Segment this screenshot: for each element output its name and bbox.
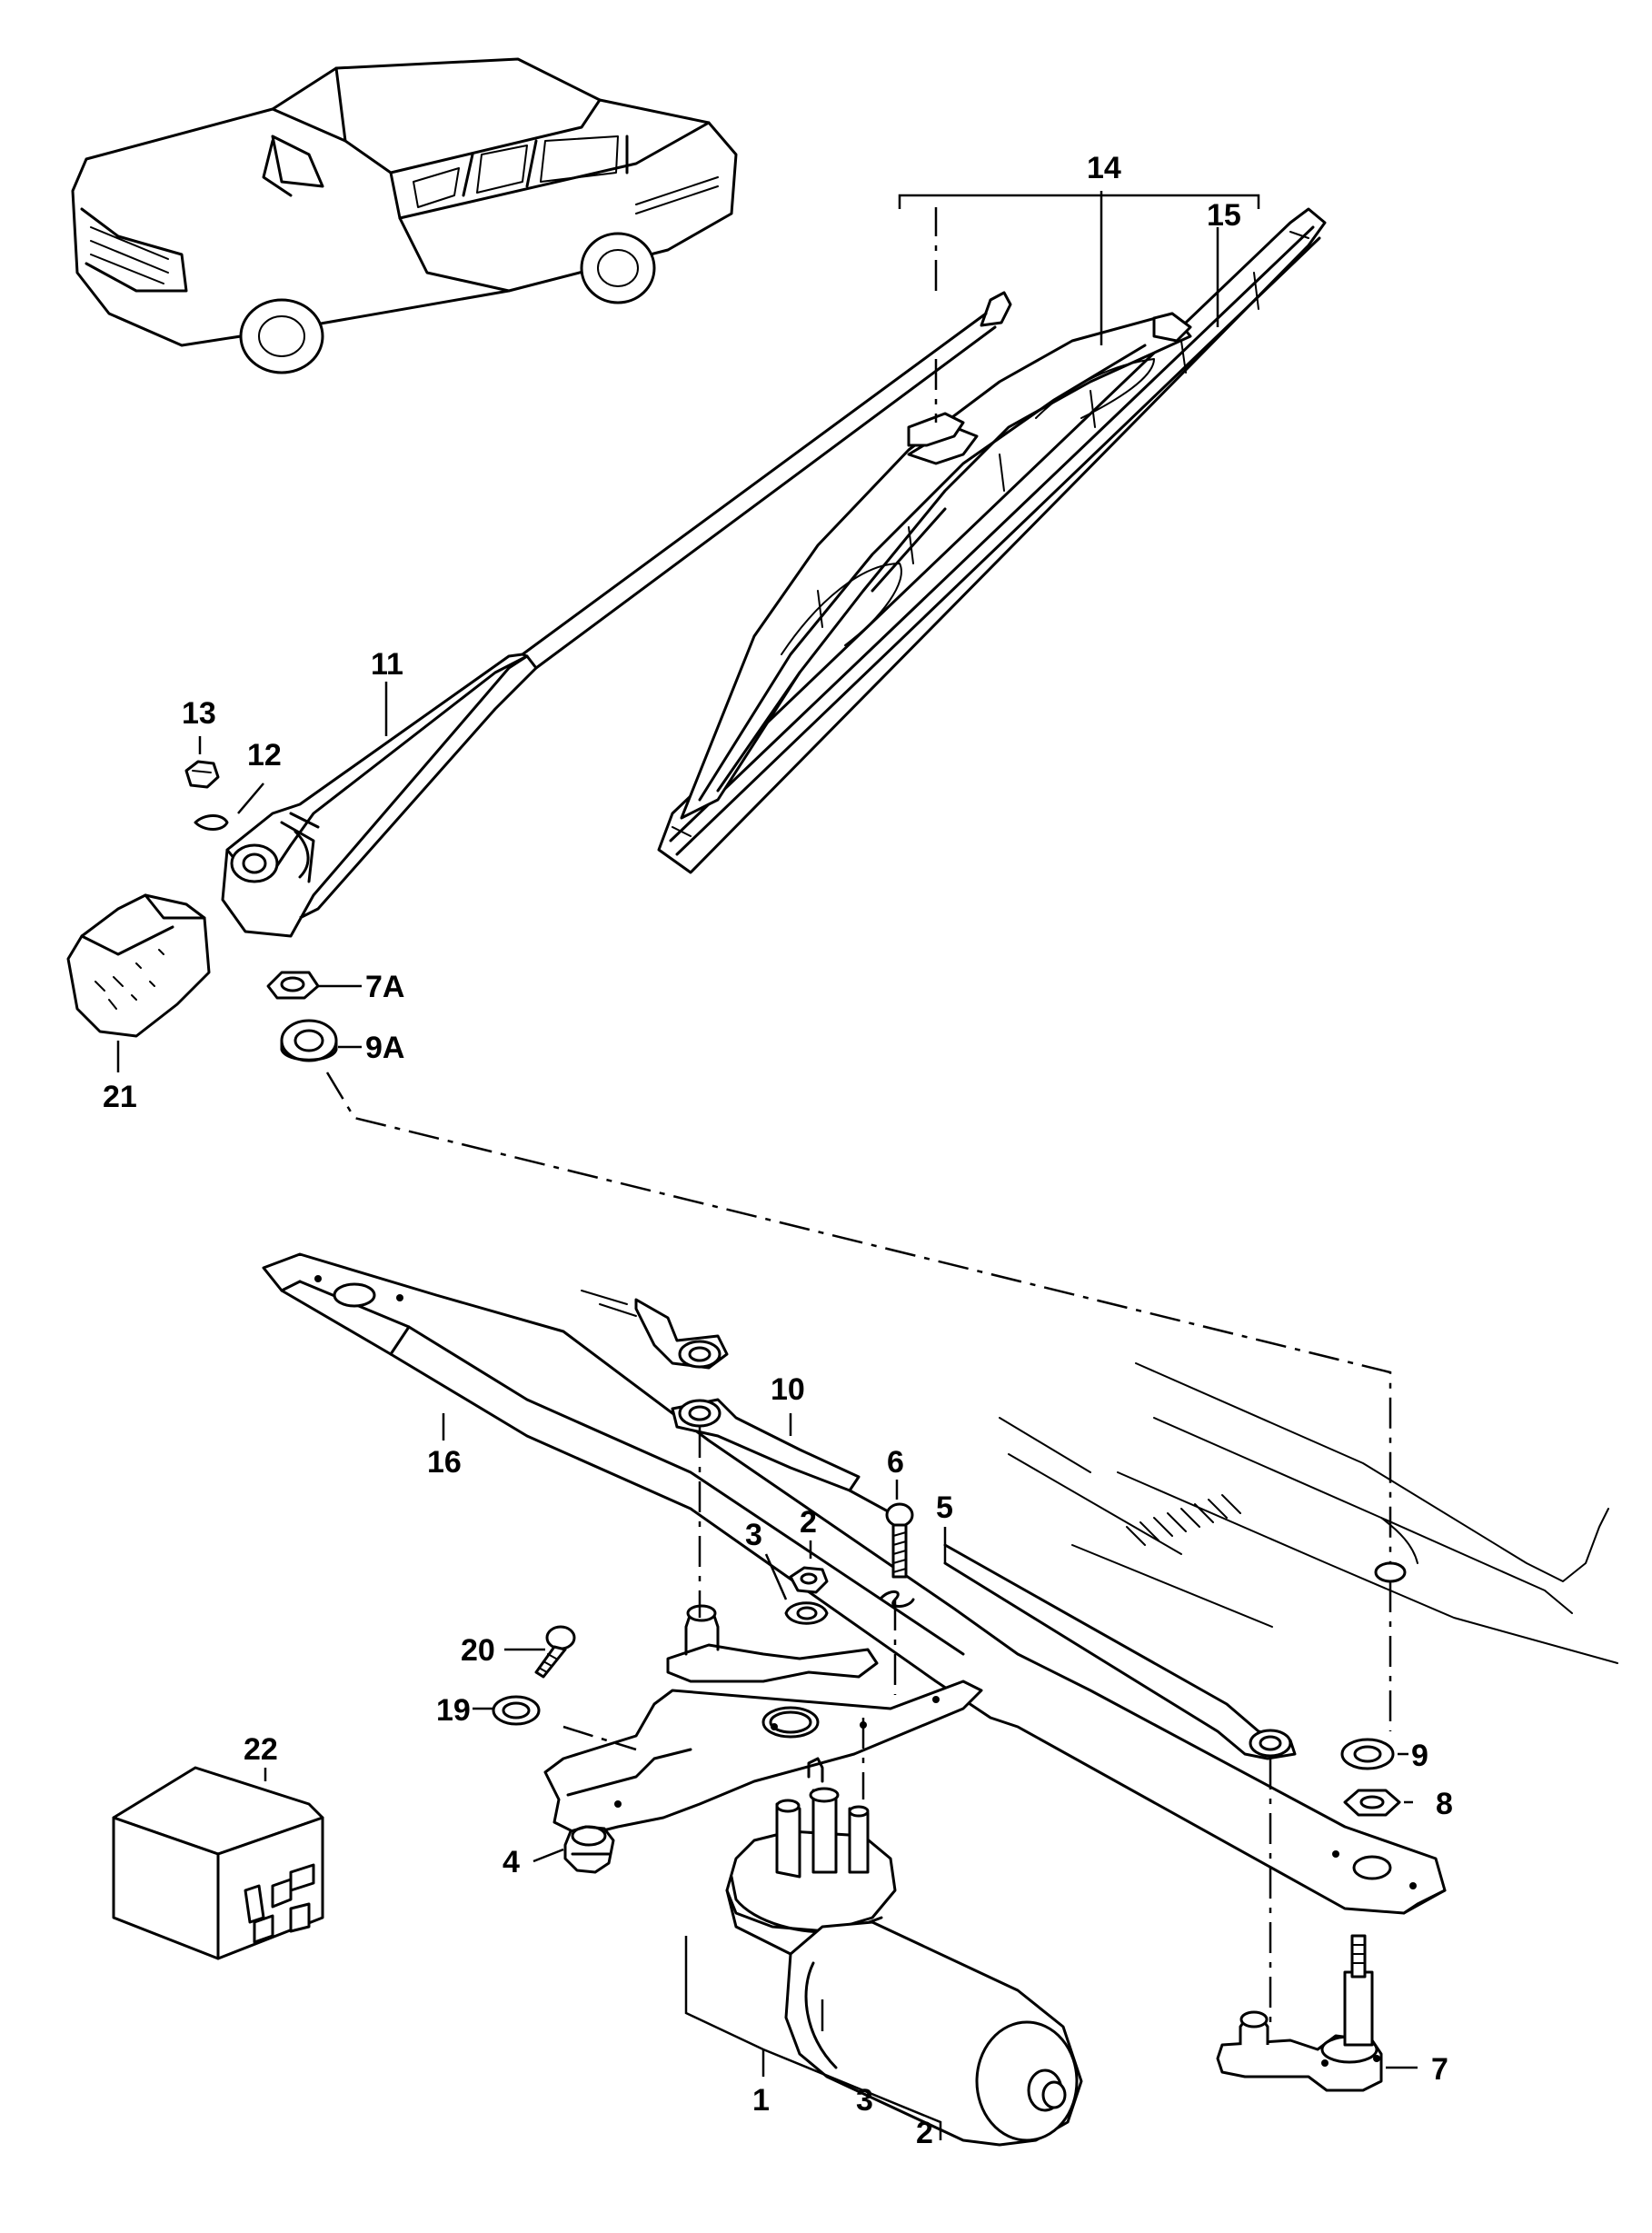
label-19: 19 [436, 1693, 471, 1728]
label-9a: 9A [365, 1031, 404, 1065]
washer-9a-icon [280, 1019, 338, 1062]
grommet-4-icon [563, 1825, 615, 1874]
label-2-motor: 2 [916, 2116, 933, 2150]
label-1: 1 [752, 2083, 770, 2118]
label-4: 4 [503, 1845, 520, 1879]
label-3: 3 [745, 1518, 762, 1552]
callout-labels: 14 15 11 13 12 7A 9A 21 10 16 6 5 2 3 20… [103, 151, 1453, 2150]
label-5: 5 [936, 1490, 953, 1525]
label-14: 14 [1087, 151, 1121, 185]
label-15: 15 [1207, 198, 1241, 233]
label-8: 8 [1436, 1787, 1453, 1821]
wiper-motor-icon [725, 1757, 1083, 2147]
label-12: 12 [247, 738, 282, 773]
bolt-6-icon [885, 1502, 914, 1579]
label-9: 9 [1411, 1739, 1428, 1773]
nut-2-icon [789, 1566, 829, 1594]
arm-cover-icon [66, 893, 211, 1038]
screw-20-icon [534, 1625, 576, 1679]
label-10: 10 [771, 1372, 805, 1407]
label-7: 7 [1431, 2052, 1448, 2087]
crank-7-icon [1216, 1934, 1383, 2092]
label-16: 16 [427, 1445, 462, 1480]
linkage-frame-icon [262, 1252, 1447, 1915]
spring-washer-3-icon [784, 1601, 829, 1625]
washer-9-icon [1340, 1738, 1395, 1770]
label-6: 6 [887, 1445, 904, 1480]
nut-13-icon [184, 760, 220, 789]
label-21: 21 [103, 1080, 137, 1114]
hood-outline [999, 1362, 1618, 1664]
label-20: 20 [461, 1633, 495, 1668]
label-3-motor: 3 [856, 2083, 873, 2118]
label-11: 11 [371, 647, 403, 682]
washer-19-icon [492, 1695, 541, 1726]
spring-washer-12-icon [194, 814, 229, 831]
car-icon [71, 57, 738, 374]
label-2: 2 [800, 1505, 817, 1540]
nut-8-icon [1343, 1789, 1401, 1817]
relay-icon [112, 1766, 324, 1960]
label-13: 13 [182, 696, 216, 731]
wiper-arm-icon [221, 291, 1012, 938]
label-22: 22 [244, 1732, 278, 1767]
wiper-blade-icon [657, 207, 1327, 874]
assembly-lines [325, 207, 1392, 2022]
leader-lines [116, 191, 1418, 2140]
nut-7a-icon [266, 971, 320, 1000]
label-7a: 7A [365, 970, 404, 1004]
